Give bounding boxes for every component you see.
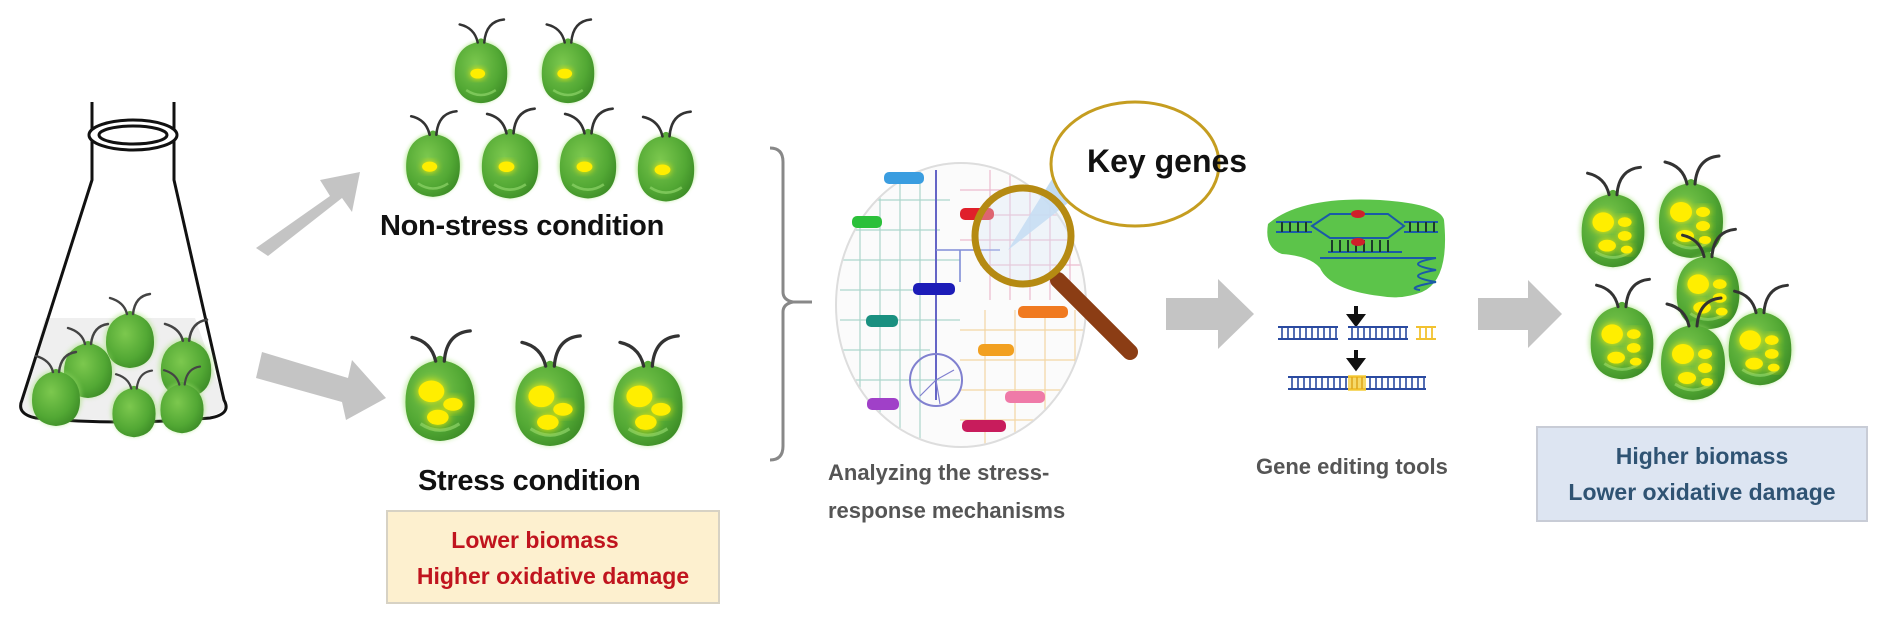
stress-outcome-box: Lower biomass Higher oxidative damage [386,510,720,604]
insert-arrow-icon [1346,350,1366,372]
arrow-to-gene-editing [1166,279,1254,349]
magnifying-glass-icon [971,184,1138,360]
result-outcome-line-2: Lower oxidative damage [1568,479,1836,505]
key-genes-callout-text: Key genes [1087,143,1248,179]
result-outcome-line-1: Higher biomass [1615,443,1789,469]
edited-dna-strand [1287,375,1427,391]
stress-outcome-line-2: Higher oxidative damage [416,563,690,589]
grouping-brace [769,146,812,462]
arrow-to-non-stress [256,172,360,256]
result-outcome-box: Higher biomass Lower oxidative damage [1536,426,1868,522]
result-cells [1580,156,1794,400]
arrow-to-stress [256,352,386,420]
analysis-label: Analyzing the stress- response mechanism… [828,454,1065,530]
analysis-label-line-1: Analyzing the stress- [828,460,1050,485]
gene-editing-label: Gene editing tools [1256,454,1448,479]
non-stress-condition-label: Non-stress condition [380,210,665,242]
non-stress-cells [404,20,695,202]
stress-outcome-line-1: Lower biomass [451,527,619,553]
analysis-label-line-2: response mechanisms [828,498,1066,523]
dna-fragments [1277,326,1436,340]
arrow-to-result [1478,280,1562,348]
stress-cells [403,331,684,446]
crispr-cas-icon [1267,199,1446,298]
stress-condition-label: Stress condition [418,465,641,497]
cut-arrow-icon [1346,306,1366,328]
